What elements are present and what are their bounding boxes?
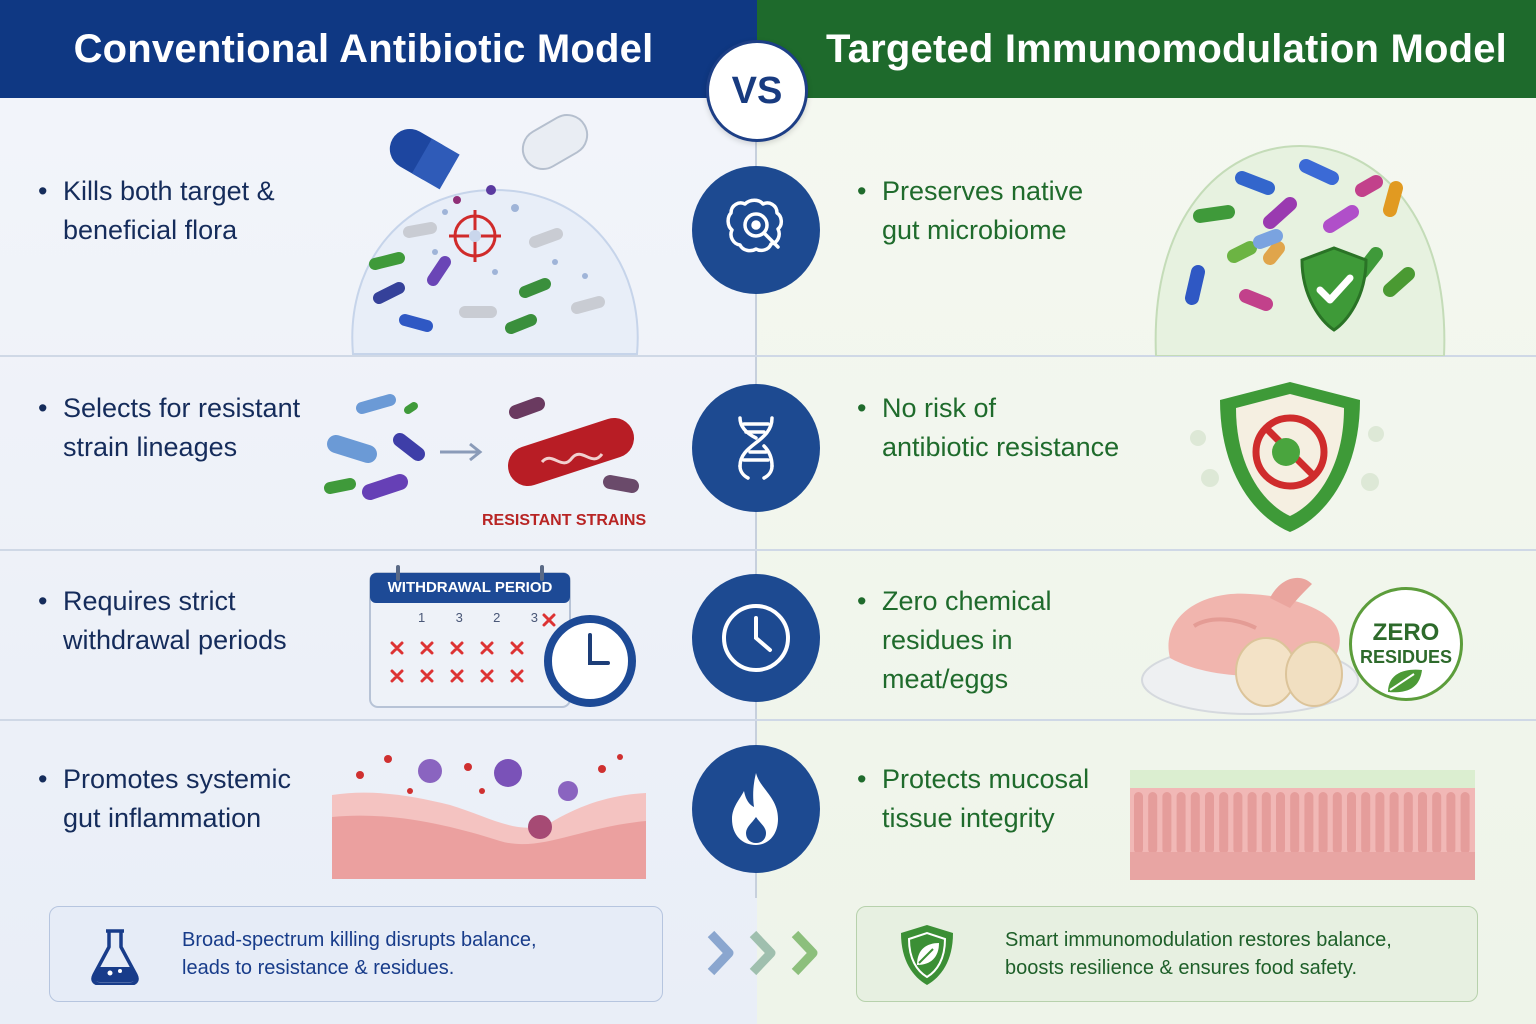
chevron-arrows-icon xyxy=(707,930,818,976)
zero-badge-line: RESIDUES xyxy=(1359,647,1453,667)
left-point-4-line: gut inflammation xyxy=(63,803,262,833)
right-point-1-line: gut microbiome xyxy=(882,215,1067,245)
calendar-day: 3 xyxy=(530,610,538,625)
right-point-3-line: meat/eggs xyxy=(882,664,1009,694)
right-summary-line: boosts resilience & ensures food safety. xyxy=(1005,957,1358,979)
villus xyxy=(1332,792,1342,854)
right-point-2-line: antibiotic resistance xyxy=(882,432,1120,462)
left-point-3-line: withdrawal periods xyxy=(63,625,287,655)
right-summary-box: Smart immunomodulation restores balance,… xyxy=(856,906,1478,1002)
calendar-day: 2 xyxy=(493,610,501,625)
withdrawal-period-label: WITHDRAWAL PERIOD xyxy=(387,578,553,596)
right-header: Targeted Immunomodulation Model xyxy=(757,0,1536,98)
villus xyxy=(1176,792,1186,854)
microbiome-sphere-illustration xyxy=(1154,144,1446,356)
left-point-4: • Promotes systemic gut inflammation xyxy=(38,760,292,838)
villus xyxy=(1418,792,1427,854)
resistant-strains-label: RESISTANT STRAINS xyxy=(482,512,647,529)
villus xyxy=(1276,792,1285,854)
villus xyxy=(1389,792,1399,854)
villus xyxy=(1432,792,1442,854)
left-point-4-line: Promotes systemic xyxy=(63,764,292,794)
flask-icon xyxy=(91,929,139,985)
left-point-2-line: Selects for resistant xyxy=(63,393,301,423)
villus xyxy=(1304,792,1314,854)
right-point-4-line: tissue integrity xyxy=(882,803,1055,833)
withdrawal-calendar-illustration xyxy=(369,565,636,708)
left-point-2-line: strain lineages xyxy=(63,432,238,462)
villus xyxy=(1361,792,1371,854)
right-point-3-line: Zero chemical xyxy=(882,586,1052,616)
villus xyxy=(1162,792,1172,854)
right-summary-line: Smart immunomodulation restores balance, xyxy=(1005,929,1392,951)
villus xyxy=(1148,792,1158,854)
clock-icon xyxy=(692,574,820,702)
villus xyxy=(1375,792,1385,854)
no-resistance-shield-illustration xyxy=(1190,382,1384,532)
left-header: Conventional Antibiotic Model xyxy=(0,0,757,98)
left-point-1-line: Kills both target & xyxy=(63,176,275,206)
villus xyxy=(1318,792,1328,854)
resistant-strain-illustration xyxy=(324,394,639,500)
villus xyxy=(1290,792,1300,854)
row-divider xyxy=(0,355,1536,357)
vs-badge: VS xyxy=(706,40,808,142)
calendar-day: 1 xyxy=(418,610,426,625)
left-point-3-line: Requires strict xyxy=(63,586,236,616)
intestine-magnifier-icon xyxy=(692,166,820,294)
right-point-1: • Preserves native gut microbiome xyxy=(857,172,1084,250)
row-divider xyxy=(0,719,1536,721)
right-point-2-line: No risk of xyxy=(882,393,997,423)
left-summary-line: leads to resistance & residues. xyxy=(182,957,455,979)
left-point-1: • Kills both target & beneficial flora xyxy=(38,172,275,250)
calendar-day: 3 xyxy=(455,610,463,625)
villus xyxy=(1247,792,1257,854)
mucosal-tissue-illustration xyxy=(1130,770,1475,880)
villus xyxy=(1233,792,1243,854)
zero-badge-line: ZERO xyxy=(1372,619,1440,646)
villus xyxy=(1446,792,1456,854)
left-summary-line: Broad-spectrum killing disrupts balance, xyxy=(182,929,537,951)
left-point-3: • Requires strict withdrawal periods xyxy=(38,582,287,660)
leaf-icon xyxy=(1388,669,1422,693)
left-point-2: • Selects for resistant strain lineages xyxy=(38,389,301,467)
villus xyxy=(1403,792,1413,854)
row-divider xyxy=(0,549,1536,551)
dna-icon xyxy=(692,384,820,512)
villus xyxy=(1460,792,1470,854)
right-point-3: • Zero chemical residues in meat/eggs xyxy=(857,582,1052,699)
right-point-4-line: Protects mucosal xyxy=(882,764,1090,794)
inflamed-tissue-illustration xyxy=(332,754,646,879)
shield-leaf-icon xyxy=(901,925,953,985)
left-point-1-line: beneficial flora xyxy=(63,215,238,245)
villus xyxy=(1347,792,1356,854)
right-point-2: • No risk of antibiotic resistance xyxy=(857,389,1120,467)
right-point-1-line: Preserves native xyxy=(882,176,1084,206)
villus xyxy=(1190,792,1200,854)
flame-icon xyxy=(692,745,820,873)
villus xyxy=(1205,792,1214,854)
right-point-3-line: residues in xyxy=(882,625,1013,655)
left-summary-box: Broad-spectrum killing disrupts balance,… xyxy=(49,906,663,1002)
chicken-eggs-illustration xyxy=(1141,577,1359,715)
villus xyxy=(1261,792,1271,854)
villus xyxy=(1134,792,1143,854)
zero-residues-badge: ZERO RESIDUES xyxy=(1349,587,1463,701)
villus xyxy=(1219,792,1229,854)
calendar-days: 1 3 2 3 xyxy=(418,610,538,625)
right-point-4: • Protects mucosal tissue integrity xyxy=(857,760,1090,838)
antibiotic-dish-illustration xyxy=(351,114,639,355)
